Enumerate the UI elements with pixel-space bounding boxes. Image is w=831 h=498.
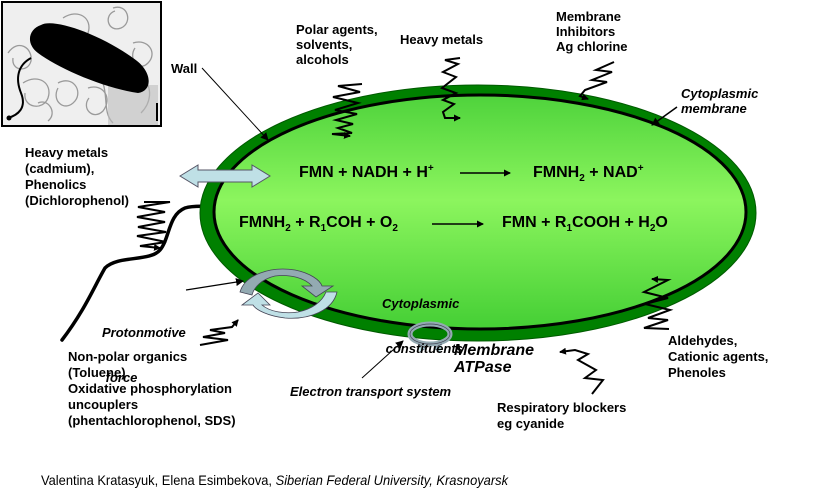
label-heavy-metals-top: Heavy metals xyxy=(400,32,484,47)
squiggle-arrows xyxy=(136,57,674,395)
wall-pointer xyxy=(201,67,269,141)
label-line: uncouplers xyxy=(68,397,139,412)
label-respiratory-blockers: Respiratory blockers eg cyanide xyxy=(497,400,626,432)
equation-2-left: FMNH2 + R1COH + O2 xyxy=(239,214,398,234)
eq2-right-sub1: 1 xyxy=(566,223,573,234)
label-line: membrane xyxy=(681,101,747,116)
squiggle-membrane-inhibitors xyxy=(578,61,615,101)
eq2-left-a: FMNH xyxy=(239,214,286,231)
eq1-left-sup: + xyxy=(427,163,434,174)
eq2-left-sub2: 1 xyxy=(320,223,327,234)
eq1-left-text: FMN + NADH + H xyxy=(299,164,428,181)
label-line: Polar agents, xyxy=(296,22,378,37)
eq2-left-sub3: 2 xyxy=(392,223,398,234)
label-line: eg cyanide xyxy=(497,416,565,431)
label-line: (Toluene) xyxy=(68,365,126,380)
label-line: (Dichlorophenol) xyxy=(25,193,129,208)
eq2-left-b: + R xyxy=(290,214,321,231)
label-line: Phenoles xyxy=(668,365,726,380)
label-line: force xyxy=(102,370,138,385)
label-aldehydes: Aldehydes, Cationic agents, Phenoles xyxy=(668,333,768,381)
label-line: (phentachlorophenol, SDS) xyxy=(68,413,236,428)
label-line: ATPase xyxy=(454,359,512,376)
label-line: solvents, xyxy=(296,37,353,52)
eq1-right-sub: 2 xyxy=(579,173,585,184)
credit-line: Valentina Kratasyuk, Elena Esimbekova, S… xyxy=(41,472,508,488)
micrograph-image xyxy=(3,3,160,125)
equation-2-right: FMN + R1COOH + H2O xyxy=(502,214,668,234)
label-line: Heavy metals xyxy=(25,145,109,160)
eq2-right-a: FMN + R xyxy=(502,214,567,231)
transport-double-arrow xyxy=(179,164,271,188)
eq1-right-sup: + xyxy=(637,163,644,174)
protonmotive-pointer xyxy=(185,278,244,291)
credit-authors: Valentina Kratasyuk, Elena Esimbekova, xyxy=(41,472,276,488)
label-line: Oxidative phosphorylation xyxy=(68,381,232,396)
label-line: Cationic agents, xyxy=(668,349,769,364)
label-cytoplasmic-membrane: Cytoplasmic membrane xyxy=(681,86,758,116)
label-line: Cytoplasmic xyxy=(382,296,460,311)
label-line: Non-polar organics xyxy=(68,349,188,364)
label-membrane-inhibitors: Membrane Inhibitors Ag chlorine xyxy=(556,9,628,54)
equation-1-right: FMNH2 + NAD+ xyxy=(533,163,644,184)
label-non-polar-organics: Non-polar organics (Toluene) Oxidative p… xyxy=(68,349,236,429)
label-line: Membrane xyxy=(556,9,622,24)
label-line: constituents xyxy=(382,341,463,356)
credit-affiliation: Siberian Federal University, Krasnoyarsk xyxy=(275,472,509,488)
label-cytoplasmic-constituents: Cytoplasmic constituents xyxy=(382,266,463,386)
label-membrane-atpase: Membrane ATPase xyxy=(454,342,534,376)
eq1-right-text-a: FMNH xyxy=(533,164,580,181)
squiggle-respiratory xyxy=(559,347,605,395)
label-line: alcohols xyxy=(296,52,349,67)
label-heavy-metals-left: Heavy metals (cadmium), Phenolics (Dichl… xyxy=(25,145,129,209)
label-polar-agents: Polar agents, solvents, alcohols xyxy=(296,22,378,67)
equation-1-left: FMN + NADH + H+ xyxy=(299,163,434,182)
squiggle-polar-agents xyxy=(331,83,363,139)
bacterium-micrograph xyxy=(1,1,162,127)
squiggle-aldehydes xyxy=(641,275,674,330)
eq2-right-c: O xyxy=(655,214,668,231)
squiggle-heavy-metals-left xyxy=(136,201,171,251)
eq2-left-sub1: 2 xyxy=(285,223,291,234)
cytoplasmic-membrane-line xyxy=(212,93,748,331)
cytoplasm xyxy=(215,96,745,328)
label-line: Phenolics xyxy=(25,177,87,192)
squiggle-heavy-metals-top xyxy=(439,57,461,122)
eq2-right-b: COOH + H xyxy=(572,214,650,231)
label-electron-transport-system: Electron transport system xyxy=(290,384,452,399)
flagellum xyxy=(60,204,214,342)
label-line: Protonmotive xyxy=(102,325,186,340)
eq2-left-c: COH + O xyxy=(326,214,393,231)
label-line: Aldehydes, xyxy=(668,333,738,348)
label-line: (cadmium), xyxy=(25,161,95,176)
membrane-pointer xyxy=(651,106,678,126)
eq2-right-sub2: 2 xyxy=(649,223,656,234)
label-line: Membrane xyxy=(454,342,535,359)
atpase-rotary-icon xyxy=(407,321,453,353)
squiggle-non-polar xyxy=(199,319,239,346)
protonmotive-rotary-icon xyxy=(239,268,338,319)
label-line: Ag chlorine xyxy=(556,39,628,54)
label-protonmotive-force: Protonmotive force xyxy=(102,295,186,415)
electron-transport-pointer xyxy=(361,340,404,379)
label-wall: Wall xyxy=(171,61,198,76)
label-line: Cytoplasmic xyxy=(681,86,759,101)
eq1-right-text-b: + NAD xyxy=(584,164,638,181)
label-line: Inhibitors xyxy=(556,24,616,39)
label-line: Respiratory blockers xyxy=(497,400,627,415)
